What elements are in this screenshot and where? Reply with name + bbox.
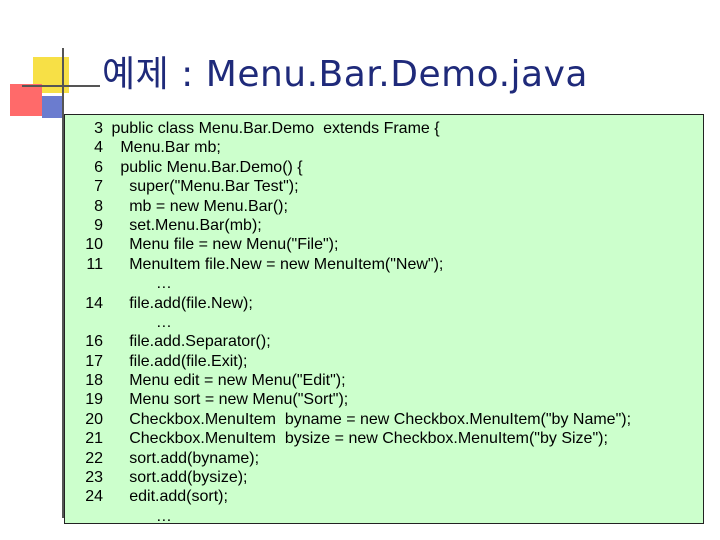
decor-red-square bbox=[10, 84, 42, 116]
line-number: 6 bbox=[94, 158, 103, 176]
code-line: 17 file.add(file.Exit); bbox=[65, 352, 703, 371]
code-line: … bbox=[65, 507, 703, 526]
line-number: 14 bbox=[85, 294, 103, 312]
code-text: file.add(file.Exit); bbox=[107, 352, 248, 370]
code-line: 4 Menu.Bar mb; bbox=[65, 138, 703, 157]
code-line: 6 public Menu.Bar.Demo() { bbox=[65, 158, 703, 177]
line-number: 4 bbox=[94, 139, 103, 157]
code-text: sort.add(bysize); bbox=[107, 469, 248, 487]
line-number: 22 bbox=[85, 449, 103, 467]
code-line: 3 public class Menu.Bar.Demo extends Fra… bbox=[65, 119, 703, 138]
code-text: … bbox=[107, 313, 172, 331]
code-line: 10 Menu file = new Menu("File"); bbox=[65, 235, 703, 254]
line-number: 20 bbox=[85, 410, 103, 428]
code-text: public Menu.Bar.Demo() { bbox=[107, 158, 303, 176]
line-number: 17 bbox=[85, 352, 103, 370]
code-line: 24 edit.add(sort); bbox=[65, 487, 703, 506]
line-number: 9 bbox=[94, 216, 103, 234]
code-line: … bbox=[65, 313, 703, 332]
code-text: … bbox=[107, 275, 172, 293]
code-text: Checkbox.MenuItem bysize = new Checkbox.… bbox=[107, 430, 608, 448]
code-line: 7 super("Menu.Bar Test"); bbox=[65, 177, 703, 196]
decor-blue-square bbox=[42, 96, 64, 118]
code-text: … bbox=[107, 507, 172, 525]
code-line: … bbox=[65, 274, 703, 293]
code-text: file.add.Separator(); bbox=[107, 333, 271, 351]
code-text: sort.add(byname); bbox=[107, 449, 260, 467]
code-text: Checkbox.MenuItem byname = new Checkbox.… bbox=[107, 410, 632, 428]
code-lines: 3 public class Menu.Bar.Demo extends Fra… bbox=[65, 119, 703, 526]
code-line: 16 file.add.Separator(); bbox=[65, 332, 703, 351]
code-line: 21 Checkbox.MenuItem bysize = new Checkb… bbox=[65, 429, 703, 448]
line-number: 7 bbox=[94, 178, 103, 196]
code-line: 22 sort.add(byname); bbox=[65, 449, 703, 468]
line-number: 16 bbox=[85, 333, 103, 351]
code-text: Menu sort = new Menu("Sort"); bbox=[107, 391, 349, 409]
code-line: 14 file.add(file.New); bbox=[65, 294, 703, 313]
code-text: Menu edit = new Menu("Edit"); bbox=[107, 372, 346, 390]
code-line: 8 mb = new Menu.Bar(); bbox=[65, 197, 703, 216]
line-number: 10 bbox=[85, 236, 103, 254]
code-line: 9 set.Menu.Bar(mb); bbox=[65, 216, 703, 235]
code-text: edit.add(sort); bbox=[107, 488, 228, 506]
code-text: MenuItem file.New = new MenuItem("New"); bbox=[107, 255, 444, 273]
code-text: set.Menu.Bar(mb); bbox=[107, 216, 262, 234]
decor-vertical-line bbox=[62, 48, 64, 518]
line-number: 23 bbox=[85, 469, 103, 487]
line-number: 3 bbox=[94, 120, 103, 137]
code-text: public class Menu.Bar.Demo extends Frame… bbox=[107, 120, 440, 137]
code-line: 23 sort.add(bysize); bbox=[65, 468, 703, 487]
code-text: mb = new Menu.Bar(); bbox=[107, 197, 288, 215]
code-line: 18 Menu edit = new Menu("Edit"); bbox=[65, 371, 703, 390]
code-line: 11 MenuItem file.New = new MenuItem("New… bbox=[65, 255, 703, 274]
line-number: 18 bbox=[85, 372, 103, 390]
code-text: super("Menu.Bar Test"); bbox=[107, 178, 299, 196]
line-number: 8 bbox=[94, 197, 103, 215]
code-listing: 3 public class Menu.Bar.Demo extends Fra… bbox=[64, 114, 704, 526]
slide-title: 예제 : Menu.Bar.Demo.java bbox=[102, 54, 588, 95]
line-number: 19 bbox=[85, 391, 103, 409]
line-number: 21 bbox=[85, 430, 103, 448]
code-line: 20 Checkbox.MenuItem byname = new Checkb… bbox=[65, 410, 703, 429]
line-number: 11 bbox=[86, 255, 103, 273]
code-text: file.add(file.New); bbox=[107, 294, 253, 312]
code-text: Menu.Bar mb; bbox=[107, 139, 221, 157]
code-text: Menu file = new Menu("File"); bbox=[107, 236, 339, 254]
line-number: 24 bbox=[85, 488, 103, 506]
code-line: 19 Menu sort = new Menu("Sort"); bbox=[65, 390, 703, 409]
decor-horizontal-line bbox=[22, 85, 100, 87]
